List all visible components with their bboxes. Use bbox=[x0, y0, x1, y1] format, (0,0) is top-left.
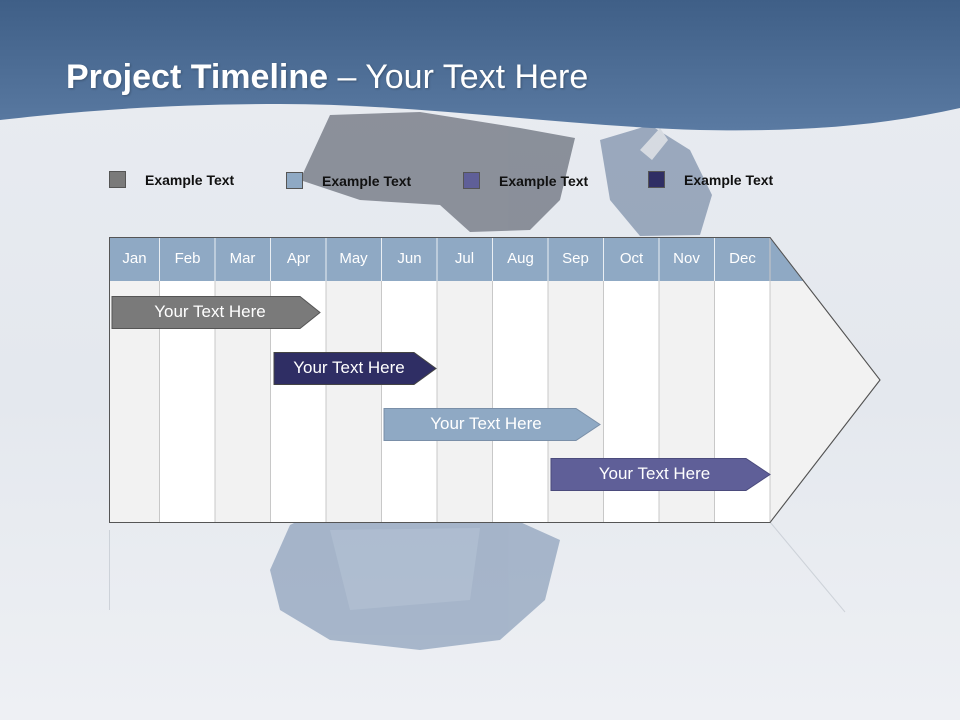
task-bar-4 bbox=[550, 458, 771, 491]
month-label: Mar bbox=[229, 250, 256, 267]
task-bar-label: Your Text Here bbox=[293, 358, 405, 377]
task-bar-1 bbox=[111, 296, 321, 329]
legend-label: Example Text bbox=[145, 172, 235, 188]
task-bar-label: Your Text Here bbox=[154, 302, 266, 321]
legend-label: Example Text bbox=[499, 173, 589, 189]
legend-swatch bbox=[109, 171, 126, 188]
task-bar-label: Your Text Here bbox=[430, 414, 542, 433]
legend-swatch bbox=[286, 172, 303, 189]
title-rest: – Your Text Here bbox=[328, 58, 589, 96]
month-label: Dec bbox=[729, 250, 756, 267]
legend-label: Example Text bbox=[322, 173, 412, 189]
legend-swatch bbox=[463, 172, 480, 189]
month-label: Jun bbox=[397, 250, 422, 267]
month-label: Feb bbox=[174, 250, 201, 267]
month-label: Nov bbox=[673, 250, 700, 267]
header-band bbox=[0, 0, 960, 131]
title-bold: Project Timeline bbox=[66, 58, 329, 96]
legend-swatch bbox=[648, 171, 665, 188]
legend-label: Example Text bbox=[684, 172, 774, 188]
page-title: Project Timeline – Your Text Here bbox=[66, 58, 588, 97]
month-label: Sep bbox=[562, 250, 589, 267]
task-bar-label: Your Text Here bbox=[598, 464, 711, 483]
task-bar-3 bbox=[383, 408, 601, 441]
month-label: Apr bbox=[286, 250, 311, 267]
month-label: Jan bbox=[122, 250, 147, 267]
month-label: May bbox=[339, 250, 368, 267]
task-bar-2 bbox=[273, 352, 437, 385]
month-label: Jul bbox=[454, 250, 475, 267]
month-label: Oct bbox=[619, 250, 644, 267]
month-label: Aug bbox=[507, 250, 534, 267]
